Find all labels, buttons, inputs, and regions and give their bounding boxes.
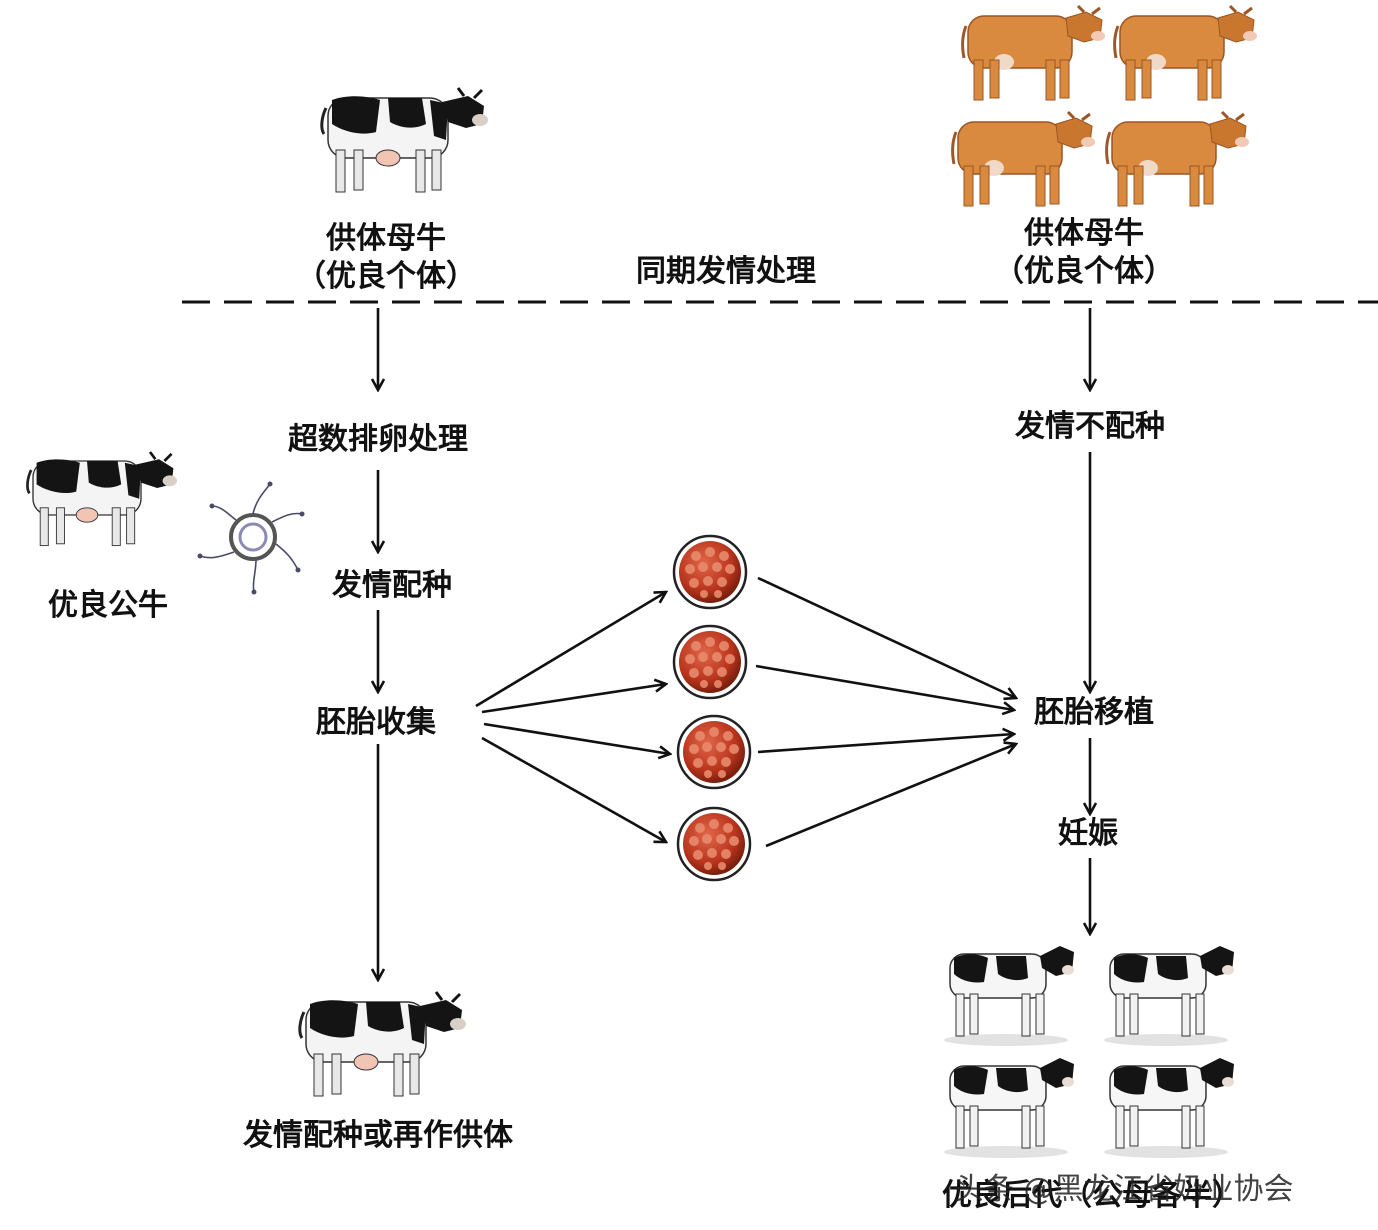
holstein-calf-icon [1103,945,1235,1047]
recipient-cow-title: 供体母牛 [1024,216,1144,251]
embryo-morula-icon [676,806,752,882]
embryo-transfer-label: 胚胎移植 [1034,695,1154,730]
embryo-morula-icon [676,714,752,790]
offspring-label: 优良后代（公母各半） [942,1178,1242,1213]
arrow-embryo-2-to-transfer [755,664,1014,710]
holstein-cow-icon [320,86,490,194]
estrus-no-breeding-label: 发情不配种 [1015,409,1165,444]
sync-estrus-label: 同期发情处理 [636,254,816,289]
holstein-calf-icon [1103,1057,1235,1159]
arrow-collection-to-embryo-3 [483,722,670,754]
holstein-cow-icon [298,990,468,1098]
holstein-bull-icon [26,450,179,547]
pregnancy-label: 妊娠 [1058,816,1118,851]
donor-cow-subtitle: （优良个体） [296,259,476,294]
arrow-collection-to-embryo-4 [481,736,666,842]
embryo-morula-icon [672,624,748,700]
egg-with-sperm-icon [197,481,305,595]
donor-reuse-label: 发情配种或再作供体 [243,1118,513,1153]
brown-cow-icon [961,4,1107,102]
brown-cow-icon [951,110,1097,208]
bull-label: 优良公牛 [48,588,168,623]
holstein-calf-icon [943,1057,1075,1159]
estrus-breeding-label: 发情配种 [332,568,452,603]
brown-cow-icon [1105,110,1251,208]
embryo-morula-icon [672,534,748,610]
donor-cow-title: 供体母牛 [326,221,446,256]
arrow-embryo-3-to-transfer [757,734,1014,754]
watermark: 头条 @黑龙江省奶业协会 [954,1172,1294,1207]
embryo-collection-label: 胚胎收集 [316,705,436,740]
holstein-calf-icon [943,945,1075,1047]
superovulation-label: 超数排卵处理 [288,422,468,457]
arrow-embryo-4-to-transfer [765,744,1016,848]
brown-cow-icon [1113,4,1259,102]
arrow-embryo-1-to-transfer [757,576,1016,698]
arrow-collection-to-embryo-2 [481,684,666,714]
arrow-collection-to-embryo-1 [475,592,666,708]
recipient-cow-subtitle: （优良个体） [994,254,1174,289]
